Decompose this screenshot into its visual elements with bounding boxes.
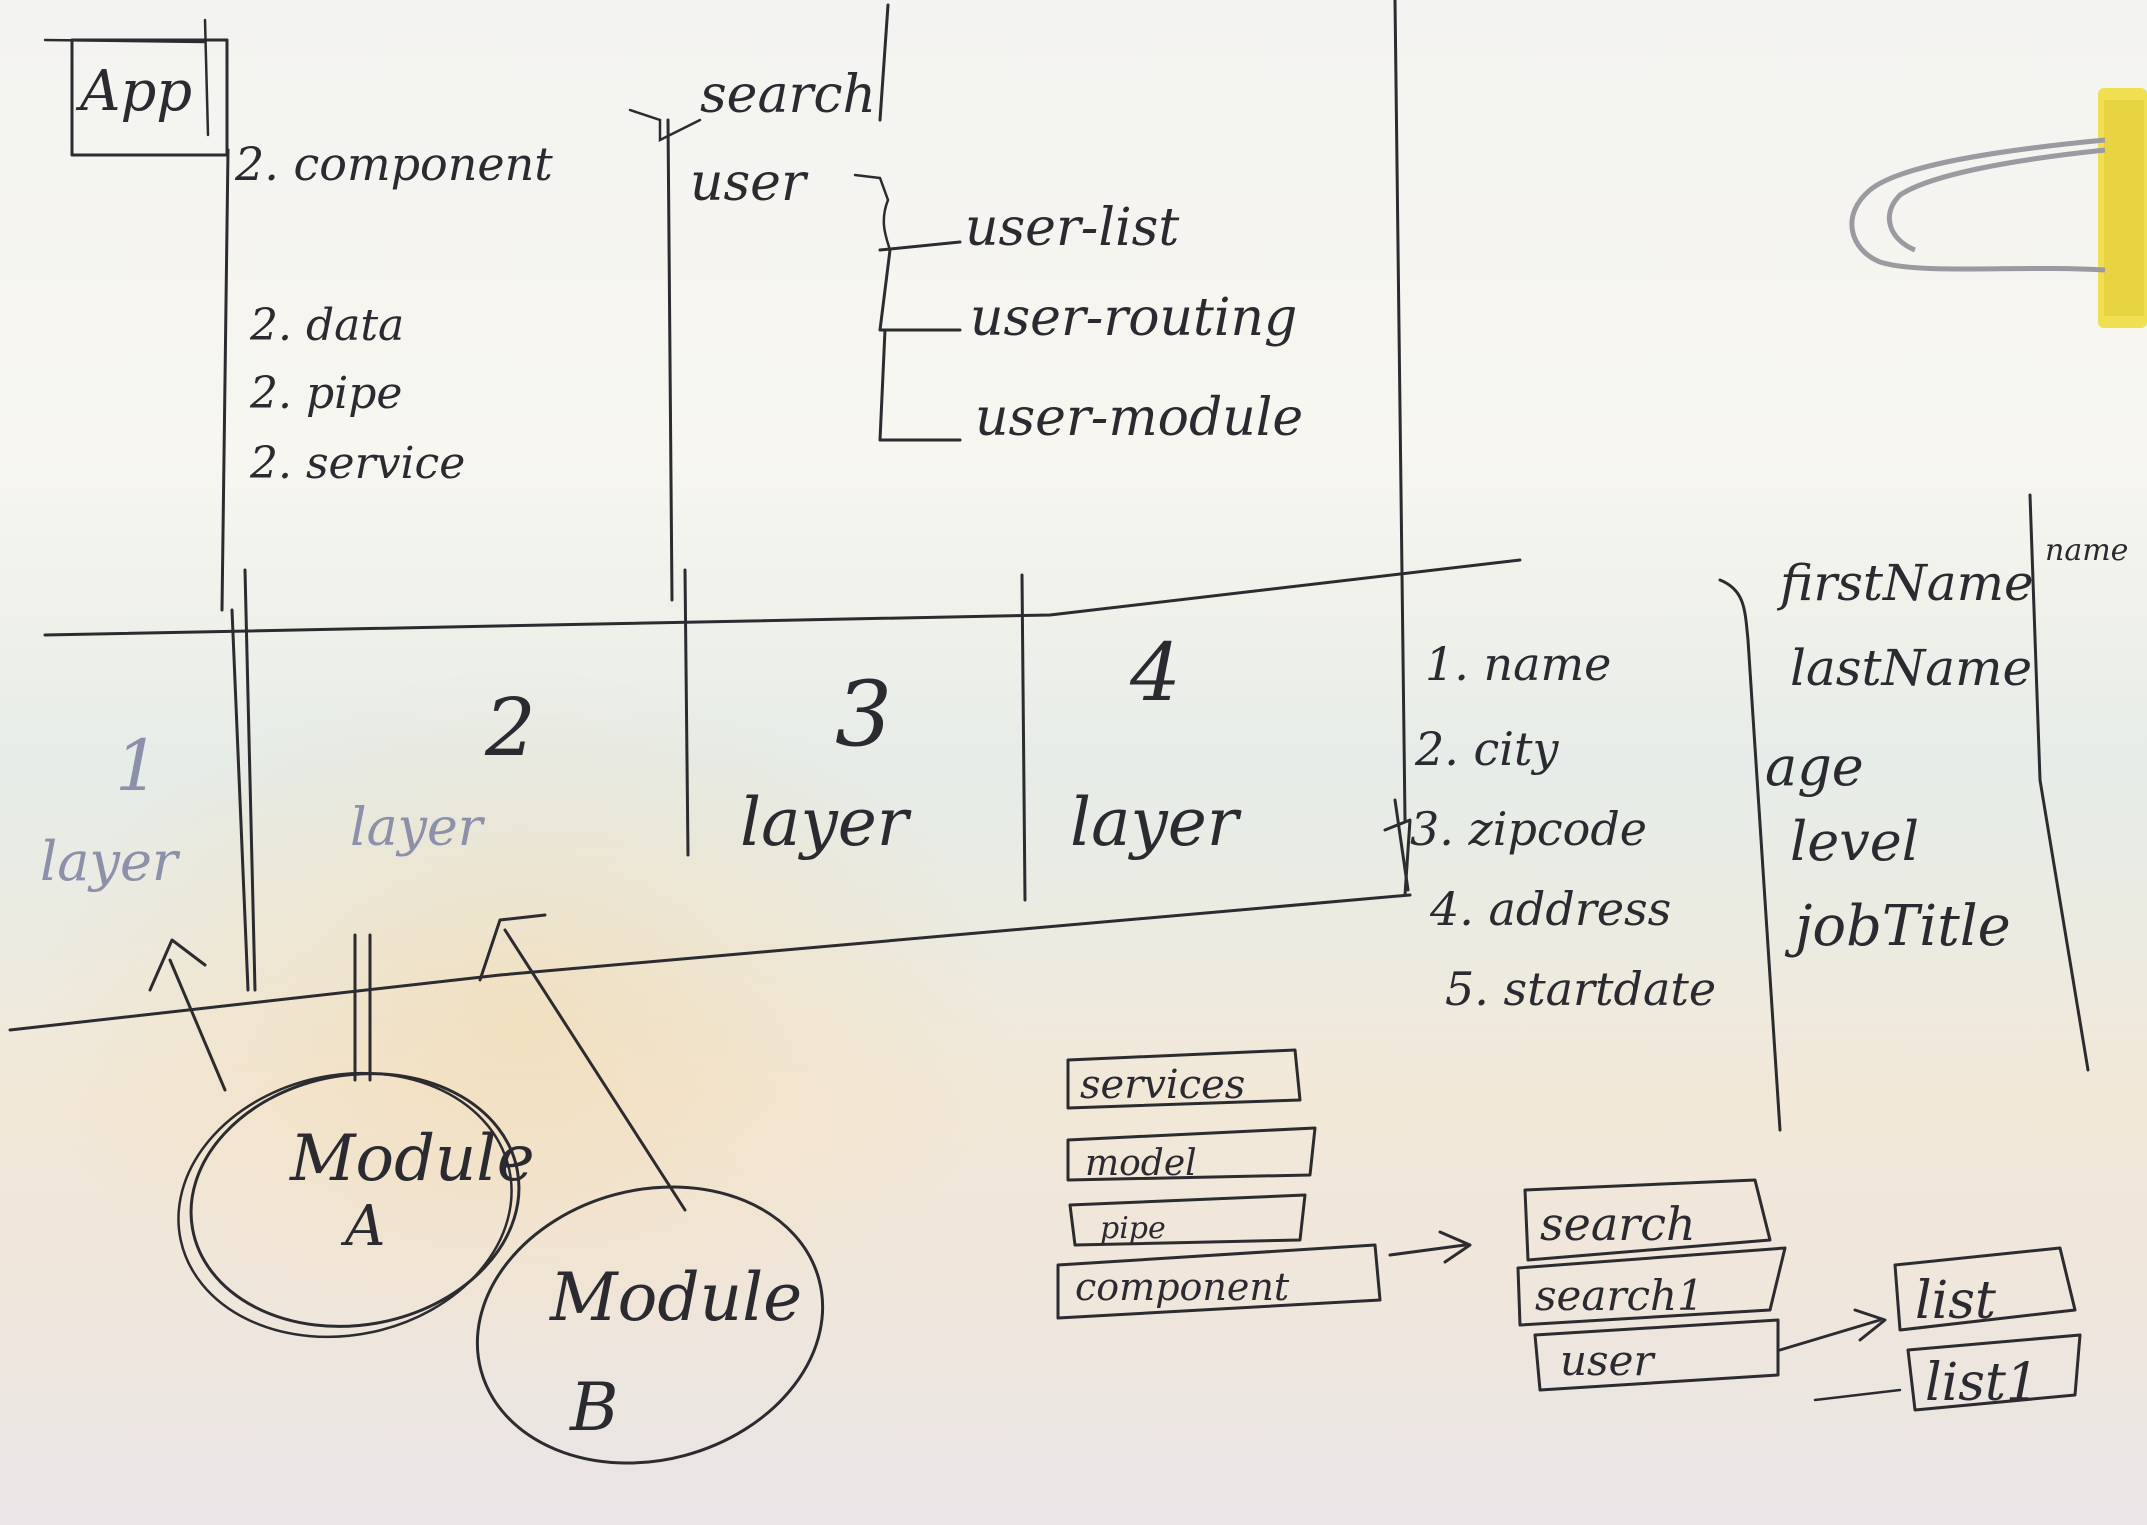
- sub-stack: search search1 user: [1516, 1178, 1787, 1392]
- field1-item: 5. startdate: [1445, 962, 1716, 1016]
- upper-divider-4: [1393, 0, 1407, 822]
- col2-search: search: [700, 65, 876, 125]
- fields-divider: [1718, 578, 1782, 1132]
- fields-list-2: firstName lastName age level jobTitle: [1765, 554, 2034, 959]
- svg-text:A: A: [340, 1194, 385, 1259]
- col3-user-routing: user-routing: [970, 288, 1297, 348]
- svg-text:B: B: [569, 1369, 619, 1446]
- list-item: list: [1915, 1271, 1996, 1331]
- app-box: [70, 38, 229, 157]
- upper-divider-2: [666, 118, 674, 602]
- col3-user-list: user-list: [965, 198, 1179, 258]
- layer-3-number: 3: [835, 662, 892, 767]
- folder-stack: services model pipe component: [1056, 1048, 1382, 1320]
- layer-1-label: layer: [40, 830, 181, 893]
- field1-item: 1. name: [1425, 637, 1611, 691]
- binder-clip-icon: [1849, 88, 2147, 328]
- sub-arrow: [1778, 1308, 1887, 1352]
- layer-divider-1: [243, 568, 257, 992]
- module-b-label: Module: [549, 1259, 802, 1336]
- sub-item: search1: [1535, 1271, 1704, 1320]
- layer-3-label: layer: [740, 784, 912, 861]
- module-a-arrow-left: [148, 938, 227, 1092]
- layer-4-number: 4: [1129, 626, 1181, 719]
- sub-item: user: [1560, 1336, 1656, 1385]
- fields-list-1: 1. name 2. city 3. zipcode 4. address 5.…: [1410, 637, 1716, 1016]
- module-a-arrow-mid: [353, 933, 372, 1082]
- folder-item: component: [1075, 1265, 1290, 1309]
- layer-2-label: layer: [350, 798, 486, 858]
- col1-pipe: 2. pipe: [249, 368, 402, 419]
- fields-right-divider: [2028, 493, 2090, 1072]
- layer-divider-3: [1020, 573, 1027, 902]
- layer-2-number: 2: [484, 681, 536, 774]
- folder-arrow: [1388, 1230, 1472, 1264]
- col1-data: 2. data: [249, 300, 404, 351]
- layer-divider-1b: [230, 608, 250, 992]
- sub-item: search: [1540, 1197, 1696, 1251]
- folder-item: model: [1085, 1143, 1197, 1184]
- col1-component: 2. component: [234, 137, 553, 191]
- module-a-label: Module: [289, 1122, 535, 1196]
- field2-item: jobTitle: [1784, 894, 2011, 959]
- field1-item: 4. address: [1429, 882, 1671, 936]
- layer-top-line: [43, 558, 1522, 637]
- field1-item: 3. zipcode: [1410, 802, 1647, 856]
- list-stack: list list1: [1893, 1246, 2082, 1413]
- app-label: App: [75, 59, 192, 124]
- layer-1-number: 1: [115, 725, 160, 807]
- fields2-side-note: name: [2045, 533, 2128, 568]
- folder-item: services: [1080, 1062, 1245, 1108]
- module-b-arrow: [478, 913, 687, 1212]
- field1-item: 2. city: [1414, 722, 1559, 776]
- field2-item: lastName: [1790, 639, 2032, 697]
- col3-user-module: user-module: [975, 388, 1303, 448]
- field2-item: firstName: [1776, 554, 2034, 612]
- upper-divider-3: [878, 3, 890, 122]
- upper-divider-1: [220, 148, 230, 612]
- col2-user: user: [690, 153, 809, 213]
- folder-item: pipe: [1100, 1211, 1166, 1246]
- layer-bottom-line: [8, 893, 1412, 1032]
- field2-item: level: [1790, 810, 1919, 873]
- layer-divider-2: [683, 568, 690, 857]
- layer-4-label: layer: [1070, 784, 1242, 861]
- field2-item: age: [1765, 735, 1864, 798]
- list-item: list1: [1925, 1353, 2039, 1413]
- module-a-circle: [189, 1072, 521, 1328]
- module-b-circle: [475, 1185, 825, 1465]
- col1-service: 2. service: [249, 438, 465, 489]
